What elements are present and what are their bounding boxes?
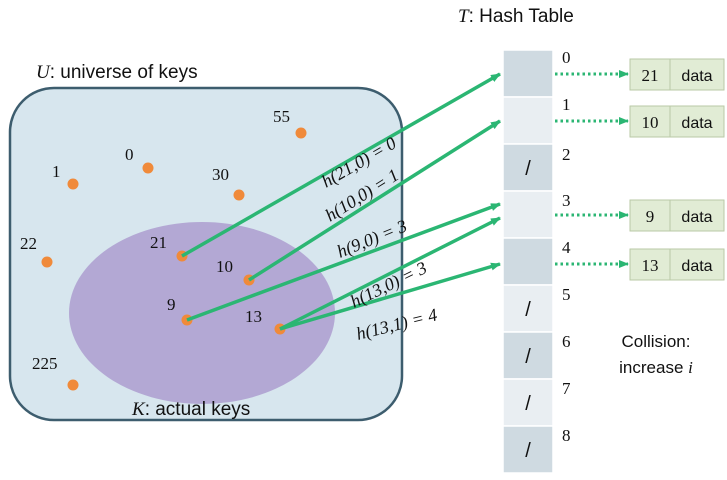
key-label: 55 — [273, 107, 290, 126]
entry-key: 13 — [642, 256, 659, 275]
probe-arrow — [279, 216, 501, 331]
collision-note-line1: Collision: — [622, 332, 691, 351]
slot-index: 3 — [562, 191, 571, 210]
slot-8 — [502, 425, 554, 474]
slot-index: 0 — [562, 48, 571, 67]
key-label: 9 — [167, 295, 176, 314]
nil-marker: / — [525, 393, 531, 415]
entry-data-cell — [669, 199, 725, 232]
entry-data: data — [681, 258, 712, 275]
slot-index: 7 — [562, 379, 571, 398]
slot-index: 4 — [562, 238, 571, 257]
entry-node: 21 data — [629, 58, 725, 91]
slot-2 — [502, 143, 554, 192]
key-label: 0 — [125, 145, 134, 164]
slot-3 — [502, 190, 554, 239]
nil-marker: / — [525, 158, 531, 180]
key-label: 1 — [52, 162, 61, 181]
entry-key-cell — [629, 248, 671, 281]
key-label: 13 — [245, 307, 262, 326]
probe-arrow — [181, 72, 501, 258]
entry-node: 10 data — [629, 105, 725, 138]
slot-index: 5 — [562, 285, 571, 304]
probe-arrow — [186, 202, 501, 322]
entry-key-cell — [629, 105, 671, 138]
key-label: 10 — [216, 257, 233, 276]
slot-index: 1 — [562, 95, 571, 114]
probe-arrow — [279, 262, 501, 331]
entry-node: 9 data — [629, 199, 725, 232]
slot-0 — [502, 49, 554, 98]
entry-data-cell — [669, 105, 725, 138]
nil-marker: / — [525, 299, 531, 321]
slot-7 — [502, 378, 554, 427]
slot-1 — [502, 96, 554, 145]
key-dot — [41, 256, 53, 268]
key-label: 225 — [32, 354, 58, 373]
entry-key: 21 — [642, 66, 659, 85]
nil-marker: / — [525, 346, 531, 368]
entry-data-cell — [669, 248, 725, 281]
slot-index: 6 — [562, 332, 571, 351]
collision-note-line2: increase i — [619, 358, 693, 377]
universe-label: U: universe of keys — [36, 62, 198, 83]
key-label: 22 — [20, 234, 37, 253]
entry-data: data — [681, 115, 712, 132]
entry-data: data — [681, 209, 712, 226]
slot-index: 8 — [562, 426, 571, 445]
nil-marker: / — [525, 440, 531, 462]
key-dot — [295, 127, 307, 139]
entry-key: 10 — [642, 113, 659, 132]
key-dot — [233, 189, 245, 201]
key-label: 21 — [150, 233, 167, 252]
entry-node: 13 data — [629, 248, 725, 281]
entry-data: data — [681, 68, 712, 85]
key-label: 30 — [212, 165, 229, 184]
key-dot — [67, 379, 79, 391]
entry-data-cell — [669, 58, 725, 91]
entry-key-cell — [629, 199, 671, 232]
slot-5 — [502, 284, 554, 333]
hash-table-title: T: Hash Table — [458, 6, 574, 27]
probe-arrow — [248, 119, 501, 282]
key-dot — [142, 162, 154, 174]
key-dot — [67, 178, 79, 190]
actual-keys-label: K: actual keys — [131, 399, 250, 420]
slot-4 — [502, 237, 554, 286]
entry-key: 9 — [646, 207, 655, 226]
entry-key-cell — [629, 58, 671, 91]
slot-index: 2 — [562, 145, 571, 164]
